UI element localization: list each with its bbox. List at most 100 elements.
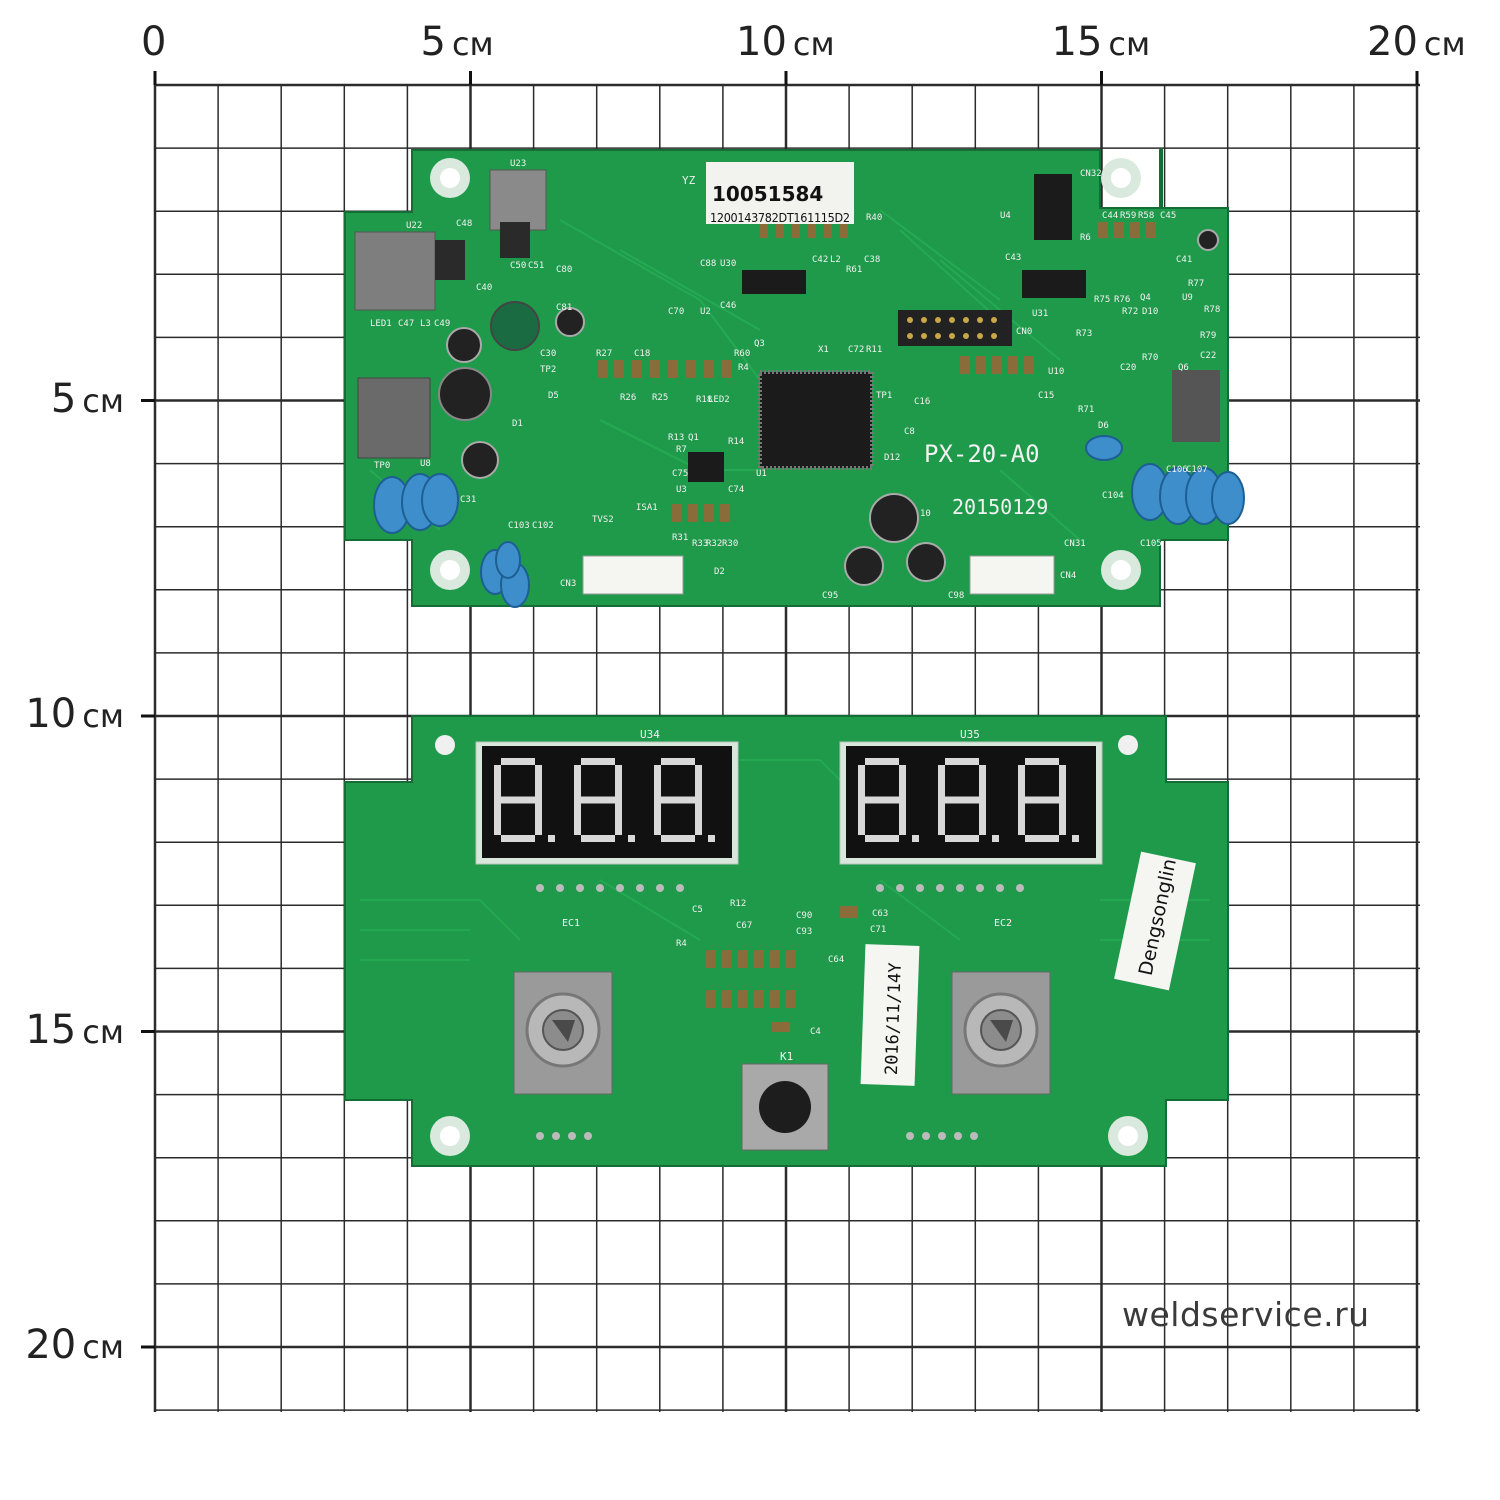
silkscreen-label: C49: [434, 319, 450, 329]
silkscreen-label: CN31: [1064, 539, 1086, 549]
silkscreen-label: C51: [528, 261, 544, 271]
silkscreen-label: U31: [1032, 309, 1048, 319]
silkscreen-label: C15: [1038, 391, 1054, 401]
display-segment: [615, 800, 622, 835]
silkscreen-label: L3: [420, 319, 431, 329]
display-segment: [661, 796, 695, 804]
rotary-encoder-right: [951, 971, 1051, 1095]
silkscreen-label: R18: [696, 395, 712, 405]
display-segment: [1018, 800, 1025, 835]
silkscreen-label: C74: [728, 485, 744, 495]
display-pin-rows: [536, 884, 1024, 892]
silkscreen-label: C48: [456, 219, 472, 229]
silkscreen-label: R14: [728, 437, 744, 447]
model-text: PX-20-A0: [924, 440, 1040, 468]
display-decimal-point: [912, 835, 919, 842]
display-segment: [581, 835, 615, 842]
watermark: weldservice.ru: [1122, 1295, 1370, 1334]
silkscreen-label: U2: [700, 307, 711, 317]
seven-segment-display-left: [475, 741, 739, 865]
silkscreen-label: ISA1: [636, 503, 658, 513]
bottom-pin-rows: [536, 1132, 978, 1140]
button-label: K1: [780, 1050, 793, 1063]
silkscreen-label: R7: [676, 445, 687, 455]
ruler-label-number: 10: [25, 691, 77, 737]
silkscreen-label: X1: [818, 345, 829, 355]
silkscreen-label: D2: [714, 567, 725, 577]
encoder-right-label: EC2: [994, 918, 1012, 929]
display-segment: [1059, 800, 1066, 835]
ic-q6: [1172, 370, 1220, 442]
silkscreen-label: C40: [476, 283, 492, 293]
silkscreen-label: C88: [700, 259, 716, 269]
svg-text:2016/11/14Y: 2016/11/14Y: [882, 962, 906, 1075]
display-segment: [695, 765, 702, 800]
silkscreen-label: R33: [692, 539, 708, 549]
silkscreen-label: L2: [830, 255, 841, 265]
display-segment: [865, 835, 899, 842]
display-segment: [494, 800, 501, 835]
display-segment: [865, 796, 899, 804]
ruler-label-number: 5: [420, 19, 446, 65]
connector-cn3: [582, 555, 684, 595]
silkscreen-label: R11: [866, 345, 882, 355]
electrolytic-capacitors: [438, 229, 1219, 586]
display-segment: [945, 758, 979, 765]
display-segment: [695, 800, 702, 835]
ic-u30: [742, 270, 806, 294]
silkscreen-label: C20: [1120, 363, 1136, 373]
silkscreen-label: C18: [634, 349, 650, 359]
silkscreen-label: D6: [1098, 421, 1109, 431]
silkscreen-label: R27: [596, 349, 612, 359]
seven-segment-display-right: [839, 741, 1103, 865]
ruler-label-unit: см: [1108, 25, 1151, 63]
silkscreen-label: R58: [1138, 211, 1154, 221]
silkscreen-label: C38: [864, 255, 880, 265]
silkscreen-label: C63: [872, 909, 888, 919]
ruler-label-number: 15: [1051, 19, 1103, 65]
silkscreen-label: LED2: [708, 395, 730, 405]
display-decimal-point: [628, 835, 635, 842]
silkscreen-label: D10: [1142, 307, 1158, 317]
encoder-left-label: EC1: [562, 918, 580, 929]
silkscreen-label: C105: [1140, 539, 1162, 549]
date-text: 20150129: [952, 495, 1048, 519]
display-segment: [1025, 796, 1059, 804]
silkscreen-label: D5: [548, 391, 559, 401]
silkscreen-label: C67: [736, 921, 752, 931]
silkscreen-label: C102: [532, 521, 554, 531]
silkscreen-label: C41: [1176, 255, 1192, 265]
silkscreen-label: C75: [672, 469, 688, 479]
display-decimal-point: [708, 835, 715, 842]
display-decimal-point: [548, 835, 555, 842]
ruler-label-unit: см: [82, 381, 124, 420]
display-segment: [501, 835, 535, 842]
silkscreen-label: C104: [1102, 491, 1124, 501]
pcb-bottom-traces: [360, 759, 1210, 961]
display-decimal-point: [992, 835, 999, 842]
silkscreen-label: D1: [512, 419, 523, 429]
silkscreen-label: U23: [510, 159, 526, 169]
ruler-label-unit: см: [792, 25, 835, 63]
ruler-label-unit: см: [82, 697, 124, 735]
name-sticker: Dengsonglin: [1114, 851, 1196, 991]
smd-components-bottom: [706, 906, 858, 1032]
display-right-label: U35: [960, 728, 980, 741]
display-segment: [1059, 765, 1066, 800]
smd-components: [598, 222, 1156, 522]
connector-cn4: [969, 555, 1055, 595]
silkscreen-label: CN3: [560, 579, 576, 589]
silkscreen-label: C46: [720, 301, 736, 311]
silkscreen-label: R73: [1076, 329, 1092, 339]
silkscreen-label: R78: [1204, 305, 1220, 315]
display-segment: [858, 765, 865, 800]
yz-text: YZ: [682, 174, 696, 187]
ruler-label-number: 20: [1367, 19, 1418, 65]
silkscreen-label: C50: [510, 261, 526, 271]
silkscreen-label: CN4: [1060, 571, 1076, 581]
